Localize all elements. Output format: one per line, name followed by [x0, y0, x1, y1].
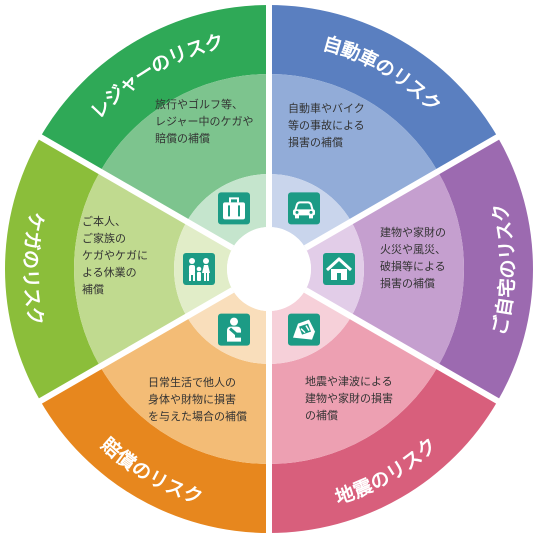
sector-desc-line: の補償: [305, 408, 338, 422]
sector-outer-ring: [40, 366, 269, 533]
sector-outer-ring: [269, 366, 498, 533]
icon-part: [204, 273, 206, 281]
icon-part: [228, 205, 230, 217]
sector-home: [305, 137, 533, 401]
sector-outer-ring: [269, 5, 498, 172]
icon-part: [197, 272, 201, 281]
sector-divider: [303, 133, 501, 251]
center-hole: [227, 227, 311, 311]
sector-desc-line: 損害の補償: [288, 135, 343, 149]
icon-part: [295, 210, 299, 214]
sector-desc-line: 日常生活で他人の: [148, 375, 236, 389]
sector-desc-line: 破損等による: [380, 259, 446, 273]
icon-part: [230, 317, 238, 326]
sector-inner-ring: [351, 171, 464, 367]
sector-desc-line: 火災や風災、: [380, 243, 446, 256]
sector-desc-line: 損害の補償: [380, 276, 435, 290]
icon-part: [223, 202, 245, 220]
car-icon: [288, 192, 320, 225]
icon-part: [337, 273, 341, 280]
icon-part: [207, 273, 209, 281]
icon-badge: [288, 192, 320, 225]
icon-part: [189, 265, 195, 275]
sector-desc-line: レジャー中のケガや: [155, 115, 253, 128]
sector-divider: [37, 287, 235, 405]
sector-earthquake: [269, 290, 498, 533]
sector-desc-line: 身体や財物に損害: [148, 392, 236, 406]
sector-divider: [37, 133, 235, 251]
sector-divider: [303, 287, 501, 405]
sector-desc-line: を与えた場合の補償: [148, 409, 247, 423]
sector-inner-ring: [269, 316, 438, 464]
sector-desc-line: 建物や家財の損害: [305, 391, 393, 405]
icon-part: [238, 205, 240, 217]
collapsed-house-icon: [288, 313, 320, 346]
family-icon: [183, 253, 215, 285]
icon-part: [229, 197, 239, 203]
sector-desc-line: 賠償の補償: [155, 131, 210, 145]
icon-part: [295, 214, 299, 219]
sector-desc-line: ケガやケガに: [82, 249, 148, 262]
house-icon: [323, 253, 355, 285]
icon-part: [193, 274, 195, 281]
sector-desc-line: 地震や津波による: [305, 375, 393, 388]
sector-desc-line: ご家族の: [82, 231, 126, 245]
sector-outer-ring: [40, 5, 269, 172]
icon-part: [293, 209, 315, 216]
sector-inner-ring: [73, 171, 187, 367]
sector-leisure: [40, 5, 269, 248]
sector-outer-ring: [4, 137, 101, 401]
icon-part: [196, 266, 202, 272]
sector-desc-line: 補償: [82, 282, 104, 296]
sector-desc-line: 自動車やバイク: [288, 101, 365, 115]
sector-inner-ring: [269, 74, 438, 222]
icon-part: [300, 325, 310, 334]
icon-part: [309, 210, 313, 214]
dividers-layer: [37, 3, 501, 535]
icon-part: [189, 274, 191, 281]
icon-part: [293, 201, 315, 213]
sector-desc-line: 建物や家財の: [380, 225, 446, 239]
icon-part: [299, 323, 311, 335]
injured-person-icon: [218, 313, 250, 346]
sector-desc-line: よる休業の: [82, 266, 137, 279]
sector-desc-line: 旅行やゴルフ等、: [155, 97, 243, 111]
icon-part: [309, 214, 313, 219]
icon-part: [202, 265, 210, 273]
sector-outer-ring: [437, 137, 533, 401]
descriptions-layer: 自動車やバイク等の事故による損害の補償建物や家財の火災や風災、破損等による損害の…: [82, 97, 446, 423]
icon-part: [203, 258, 209, 264]
icons-layer: [183, 192, 355, 346]
sector-inner-ring: [100, 74, 269, 222]
sector-desc-line: 等の事故による: [288, 118, 365, 132]
sector-inner-ring: [100, 316, 269, 464]
icon-part: [235, 332, 241, 338]
suitcase-icon: [218, 192, 250, 225]
sector-injury: [4, 137, 233, 401]
icon-part: [325, 257, 353, 272]
icon-part: [189, 258, 195, 264]
sector-desc-line: ご本人、: [82, 214, 126, 228]
